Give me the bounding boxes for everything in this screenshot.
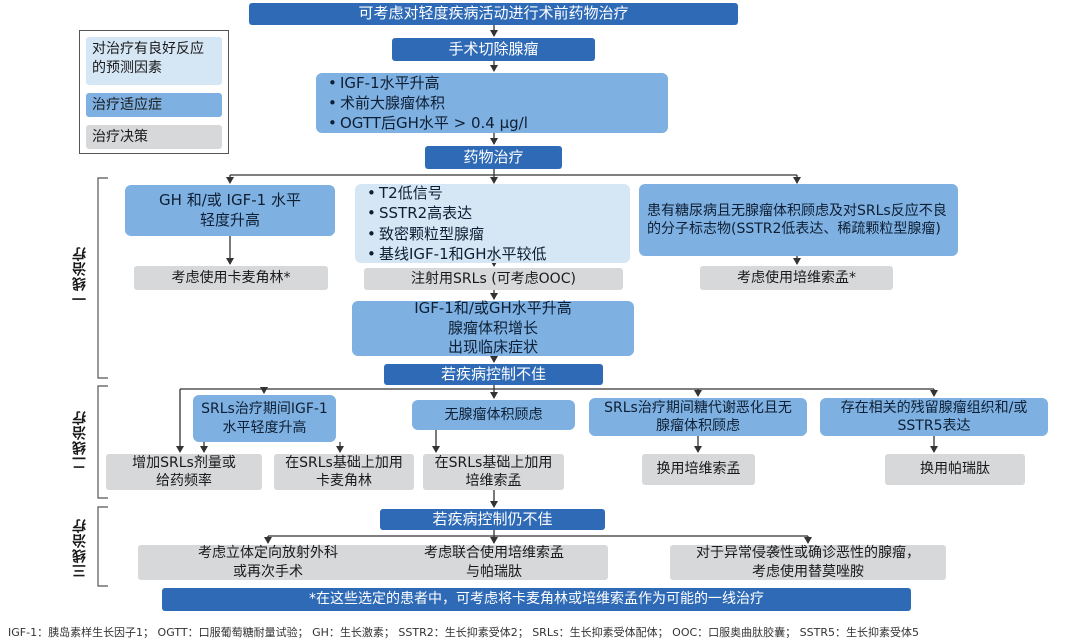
inadequate-response-box: IGF-1和/或GH水平升高 腺瘤体积增长 出现临床症状	[352, 299, 634, 356]
second-line-indication-sstr5: 存在相关的残留腺瘤组织和/或 SSTR5表达	[820, 398, 1048, 436]
decision-injectable-srls: 注射用SRLs (可考虑OOC)	[364, 268, 623, 290]
decision-add-cabergoline: 在SRLs基础上加用 卡麦角林	[274, 454, 414, 490]
first-line-predictors: T2低信号 SSTR2高表达 致密颗粒型腺瘤 基线IGF-1和GH水平较低	[355, 183, 630, 264]
list-item: 致密颗粒型腺瘤	[367, 224, 547, 245]
abbreviations: IGF-1：胰岛素样生长因子1； OGTT：口服葡萄糖耐量试验； GH：生长激素…	[8, 626, 919, 639]
third-line-label: 三线治疗	[72, 518, 88, 578]
decision-combination: 考虑联合使用培维索孟 与帕瑞肽	[380, 545, 608, 580]
decision-temozolomide: 对于异常侵袭性或确诊恶性的腺瘤， 考虑使用替莫唑胺	[670, 545, 946, 580]
second-line-indication-igf1: SRLs治疗期间IGF-1 水平轻度升高	[193, 395, 336, 442]
decision-cabergoline: 考虑使用卡麦角林*	[134, 266, 328, 290]
list-item: OGTT后GH水平 > 0.4 μg/l	[328, 113, 528, 134]
list-item: IGF-1水平升高	[328, 73, 528, 94]
surgery-box: 手术切除腺瘤	[392, 38, 595, 61]
page-title: 可考虑对轻度疾病活动进行术前药物治疗	[249, 3, 738, 25]
list-item: SSTR2高表达	[367, 203, 547, 224]
post-op-list: IGF-1水平升高 术前大腺瘤体积 OGTT后GH水平 > 0.4 μg/l	[324, 73, 528, 134]
legend: 对治疗有良好反应 的预测因素 治疗适应症 治疗决策	[79, 30, 229, 154]
second-line-label: 二线治疗	[72, 410, 88, 470]
first-line-label: 一线治疗	[72, 246, 88, 306]
still-not-controlled-box: 若疾病控制仍不佳	[380, 509, 605, 530]
medical-therapy-box: 药物治疗	[425, 146, 562, 169]
second-line-indication-glucose: SRLs治疗期间糖代谢恶化且无 腺瘤体积顾虑	[589, 398, 807, 436]
predictor-list: T2低信号 SSTR2高表达 致密颗粒型腺瘤 基线IGF-1和GH水平较低	[363, 183, 547, 264]
list-item: 术前大腺瘤体积	[328, 93, 528, 114]
decision-switch-pegvisomant: 换用培维索孟	[642, 454, 755, 485]
legend-decision: 治疗决策	[86, 125, 222, 149]
decision-switch-pasireotide: 换用帕瑞肽	[885, 454, 1025, 485]
legend-indication: 治疗适应症	[86, 93, 222, 117]
second-line-indication-no-volume: 无腺瘤体积顾虑	[412, 400, 575, 430]
legend-predictors: 对治疗有良好反应 的预测因素	[86, 37, 222, 85]
decision-pegvisomant: 考虑使用培维索孟*	[700, 266, 893, 290]
list-item: T2低信号	[367, 183, 547, 204]
footnote-box: *在这些选定的患者中，可考虑将卡麦角林或培维索孟作为可能的一线治疗	[162, 588, 911, 611]
decision-add-pegvisomant: 在SRLs基础上加用 培维索孟	[423, 454, 564, 490]
first-line-indication-right: 患有糖尿病且无腺瘤体积顾虑及对SRLs反应不良的分子标志物(SSTR2低表达、稀…	[639, 184, 958, 256]
first-line-indication-left: GH 和/或 IGF-1 水平 轻度升高	[125, 185, 335, 236]
list-item: 基线IGF-1和GH水平较低	[367, 244, 547, 265]
not-controlled-box: 若疾病控制不佳	[384, 364, 603, 385]
decision-increase-srls: 增加SRLs剂量或 给药频率	[106, 454, 262, 490]
decision-radiosurgery: 考虑立体定向放射外科 或再次手术	[138, 545, 398, 580]
post-op-indications: IGF-1水平升高 术前大腺瘤体积 OGTT后GH水平 > 0.4 μg/l	[316, 73, 668, 134]
